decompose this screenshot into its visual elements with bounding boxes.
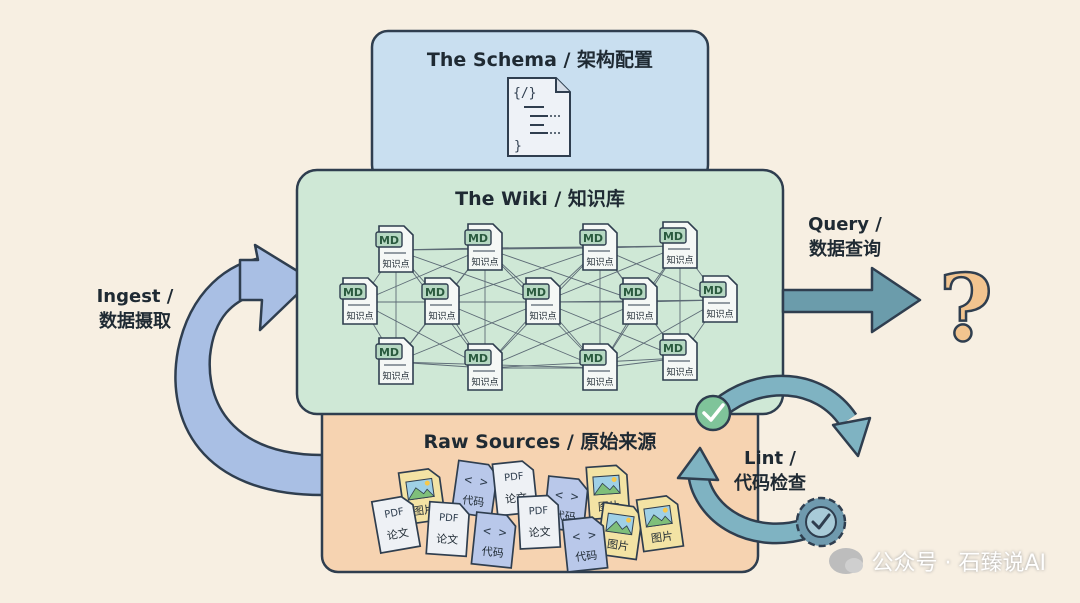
wiki-title: The Wiki / 知识库 [455, 188, 625, 210]
ingest-label-zh: 数据摄取 [99, 311, 171, 332]
check-gear-icon [795, 496, 847, 548]
wiki-link-line [395, 249, 544, 303]
check-circle-icon [694, 394, 732, 432]
lint-label: Lint / 代码检查 [715, 446, 825, 496]
md-node-label: 知识点 [666, 254, 693, 266]
md-node-label: 知识点 [428, 310, 455, 322]
md-tag-label: MD [379, 234, 399, 247]
md-node-label: 知识点 [626, 310, 653, 322]
wiki-md-node: MD 知识点 [659, 221, 698, 269]
wiki-md-node: MD 知识点 [619, 277, 658, 325]
md-tag-label: MD [583, 352, 603, 365]
md-tag-label: MD [468, 232, 488, 245]
schema-title: The Schema / 架构配置 [426, 49, 654, 71]
pdf-paper-doc: PDF 论文 [425, 500, 470, 558]
image-label: 图片 [606, 537, 630, 553]
md-node-label: 知识点 [471, 256, 498, 268]
query-arrow [781, 266, 922, 334]
code-document-icon: {/} } [507, 77, 571, 157]
watermark-text: 公众号 · 石臻说AI [871, 551, 1046, 576]
code-label: 代码 [481, 545, 504, 560]
md-tag-label: MD [425, 286, 445, 299]
wiki-md-node: MD 知识点 [375, 225, 414, 273]
wiki-md-node: MD 知识点 [699, 275, 738, 323]
wiki-md-node: MD 知识点 [464, 223, 503, 271]
wiki-md-node: MD 知识点 [464, 343, 503, 391]
md-node-label: 知识点 [529, 310, 556, 322]
md-tag-label: MD [343, 286, 363, 299]
code-file-doc: < > 代码 [470, 511, 517, 569]
code-glyph: < > [554, 488, 579, 505]
wiki-link-line [441, 301, 601, 369]
query-label-en: Query / [808, 214, 882, 235]
md-tag-label: MD [663, 342, 683, 355]
md-tag-label: MD [703, 284, 723, 297]
wiki-link-line [441, 247, 601, 303]
wiki-link-line [484, 301, 641, 369]
md-tag-label: MD [468, 352, 488, 365]
code-file-doc: < > 代码 [561, 516, 609, 573]
wiki-link-line [599, 299, 721, 369]
code-label: 代码 [461, 493, 485, 509]
pdf-tag: PDF [504, 471, 525, 484]
md-tag-label: MD [623, 286, 643, 299]
pdf-tag: PDF [439, 512, 459, 524]
watermark: 公众号 · 石臻说AI [829, 545, 1046, 577]
md-tag-label: MD [526, 286, 546, 299]
pdf-label: 论文 [436, 531, 459, 547]
code-glyph: < > [482, 524, 507, 541]
pdf-tag: PDF [384, 507, 405, 521]
code-label: 代码 [575, 549, 598, 564]
wiki-md-node: MD 知识点 [339, 277, 378, 325]
query-label: Query / 数据查询 [790, 212, 900, 262]
pdf-paper-doc: PDF 论文 [370, 495, 422, 555]
wiki-md-node: MD 知识点 [522, 277, 561, 325]
image-file-doc: 图片 [635, 494, 685, 553]
wiki-link-line [542, 245, 681, 303]
raw-sources-title: Raw Sources / 原始来源 [423, 431, 657, 453]
wiki-link-line [359, 247, 486, 303]
md-tag-label: MD [583, 232, 603, 245]
wiki-md-node: MD 知识点 [375, 337, 414, 385]
lint-label-en: Lint / [744, 448, 796, 469]
wechat-logo-icon [829, 548, 864, 574]
ingest-label: Ingest / 数据摄取 [70, 284, 200, 334]
svg-text:{/}: {/} [513, 86, 536, 101]
pdf-tag: PDF [528, 505, 548, 517]
code-glyph: < > [572, 528, 597, 545]
md-node-label: 知识点 [666, 366, 693, 378]
lint-label-zh: 代码检查 [734, 473, 806, 494]
pdf-paper-doc: PDF 论文 [516, 494, 562, 550]
md-node-label: 知识点 [706, 308, 733, 320]
image-file-doc: 图片 [595, 501, 643, 561]
wiki-md-node: MD 知识点 [421, 277, 460, 325]
wiki-md-node: MD 知识点 [579, 223, 618, 271]
md-node-label: 知识点 [382, 370, 409, 382]
pdf-label: 论文 [386, 525, 410, 543]
image-label: 图片 [650, 529, 674, 545]
wiki-md-node: MD 知识点 [659, 333, 698, 381]
image-file-doc: 图片 [397, 467, 447, 526]
code-glyph: < > [463, 473, 489, 491]
pdf-label: 论文 [528, 524, 551, 539]
md-node-label: 知识点 [586, 376, 613, 388]
md-node-label: 知识点 [471, 376, 498, 388]
md-node-label: 知识点 [346, 310, 373, 322]
wiki-link-line [395, 301, 544, 363]
md-node-label: 知识点 [382, 258, 409, 270]
query-label-zh: 数据查询 [809, 239, 881, 260]
question-mark-icon: ? [939, 254, 993, 362]
wiki-network-nodes: MD 知识点 MD 知识点 MD 知识点 MD 知识点 MD 知识点 MD 知识点 MD 知识点 MD 知识点… [339, 221, 738, 391]
svg-text:}: } [514, 139, 522, 154]
wiki-md-node: MD 知识点 [579, 343, 618, 391]
md-tag-label: MD [663, 230, 683, 243]
md-tag-label: MD [379, 346, 399, 359]
ingest-label-en: Ingest / [96, 286, 174, 307]
wiki-link-line [542, 301, 681, 359]
wiki-link-line [359, 301, 486, 369]
md-node-label: 知识点 [586, 256, 613, 268]
wiki-link-line [484, 247, 641, 303]
